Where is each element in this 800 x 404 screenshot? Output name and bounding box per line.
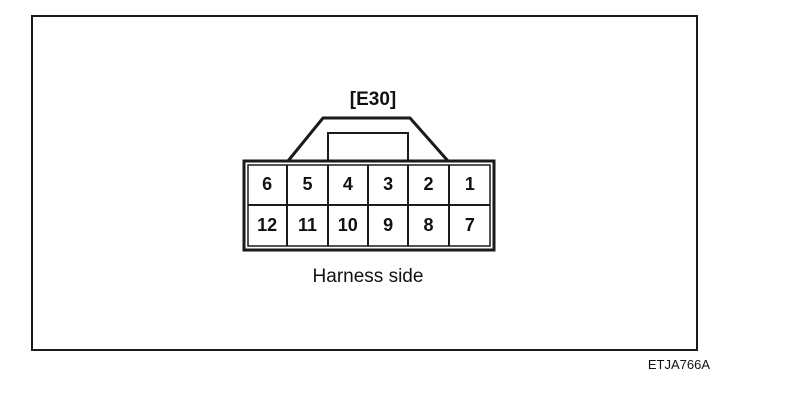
harness-side-caption: Harness side <box>312 266 424 287</box>
pin-cell: 8 <box>409 205 450 246</box>
pin-cell: 1 <box>449 165 490 206</box>
pin-cell: 2 <box>409 165 450 206</box>
connector-body-inner <box>247 164 491 247</box>
pin-cell: 11 <box>288 205 329 246</box>
connector-latch <box>286 116 450 162</box>
pin-cell: 12 <box>248 205 289 246</box>
connector-pin-grid: 6 5 4 3 2 1 12 11 10 9 8 7 <box>248 165 490 246</box>
pin-cell: 10 <box>329 205 369 246</box>
pin-cell: 9 <box>369 205 410 246</box>
figure-id: ETJA766A <box>647 357 710 372</box>
pin-cell: 4 <box>328 165 369 206</box>
pin-cell: 6 <box>248 165 289 206</box>
connector-label: [E30] <box>349 89 397 110</box>
connector-latch-tab <box>327 132 409 162</box>
pin-cell: 3 <box>368 165 410 206</box>
diagram-frame <box>31 15 698 351</box>
pin-cell: 7 <box>464 215 475 236</box>
pin-cell: 5 <box>288 165 329 206</box>
